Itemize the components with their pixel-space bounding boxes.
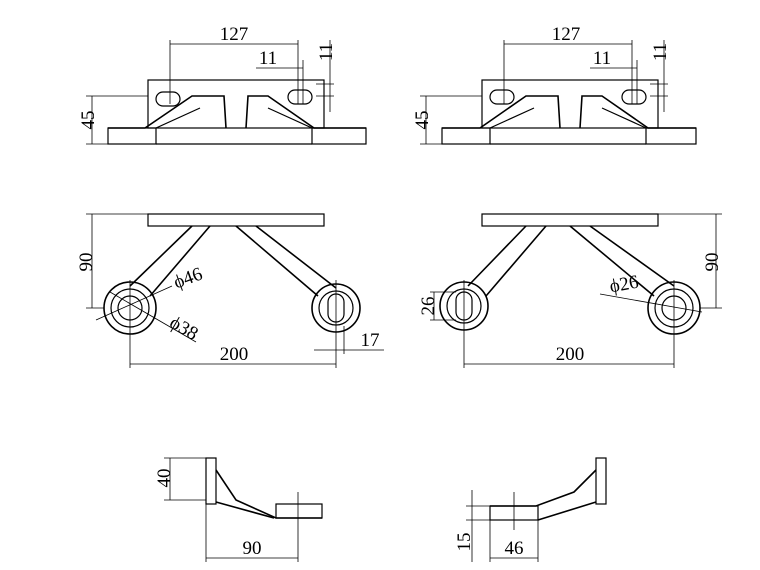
leader — [109, 291, 197, 343]
dim-edge: 17 — [361, 330, 380, 351]
dim-span: 127 — [220, 24, 249, 45]
foot-left — [441, 127, 491, 145]
arm-right-inner — [569, 225, 655, 297]
arm-left-outer — [129, 225, 193, 287]
arm-inner-right — [601, 107, 647, 129]
arm-right-outer — [589, 225, 675, 287]
dim-slot-width: 11 — [593, 48, 611, 69]
view-top-right: 127 11 11 45 — [412, 24, 697, 145]
arm-inner-left — [155, 107, 201, 129]
arm-left-inner — [149, 225, 211, 297]
dim-inner-dia: ϕ38 — [166, 312, 202, 345]
slot-left — [155, 91, 181, 107]
mount-plate — [481, 79, 659, 129]
mount-plate — [481, 213, 659, 227]
foot — [275, 503, 323, 519]
dim-height: 15 — [454, 533, 475, 552]
arm-inner-left — [489, 107, 535, 129]
arm-right — [579, 95, 696, 129]
leader — [95, 285, 173, 321]
dim-slot: 26 — [418, 297, 439, 316]
slot-right — [287, 89, 313, 105]
view-bottom-left: 40 90 — [154, 457, 323, 562]
dim-height: 45 — [78, 111, 99, 130]
dim-span: 200 — [556, 344, 585, 365]
mount-plate — [595, 457, 607, 505]
mount-plate — [147, 213, 325, 227]
view-mid-left: 90 ϕ46 ϕ38 200 17 — [76, 213, 384, 368]
view-bottom-right: 15 46 — [454, 457, 607, 562]
arm-inner-right — [267, 107, 313, 129]
arm-right-outer — [255, 225, 337, 289]
leader — [599, 293, 703, 313]
dim-slot-width: 11 — [259, 48, 277, 69]
slot-right — [621, 89, 647, 105]
slot-left — [489, 89, 515, 105]
arm-top — [215, 469, 322, 519]
dim-span: 200 — [220, 344, 249, 365]
view-mid-right: 26 ϕ26 200 90 — [418, 213, 723, 368]
dim-height: 90 — [76, 253, 97, 272]
mount-plate — [147, 79, 325, 129]
mount-plate — [205, 457, 217, 505]
foot-right — [311, 127, 367, 145]
dim-height: 40 — [154, 469, 175, 488]
view-top-left: 127 11 11 45 — [78, 24, 367, 145]
dim-span: 127 — [552, 24, 581, 45]
dim-width: 90 — [243, 538, 262, 559]
dim-outer-dia: ϕ46 — [171, 264, 205, 294]
arm-bottom — [215, 501, 275, 519]
dim-slot-height: 11 — [650, 43, 671, 61]
arm-right — [245, 95, 366, 129]
dim-slot-height: 11 — [316, 43, 337, 61]
foot-left — [107, 127, 157, 145]
arm-left-outer — [467, 225, 527, 287]
arm-top — [490, 469, 597, 507]
arm-right-inner — [235, 225, 319, 297]
arm-left-inner — [485, 225, 547, 297]
foot-right — [645, 127, 697, 145]
arm-bottom — [537, 501, 597, 521]
dim-height: 45 — [412, 111, 433, 130]
dim-width: 46 — [505, 538, 524, 559]
dim-height: 90 — [702, 253, 723, 272]
dim-dia: ϕ26 — [608, 272, 640, 298]
